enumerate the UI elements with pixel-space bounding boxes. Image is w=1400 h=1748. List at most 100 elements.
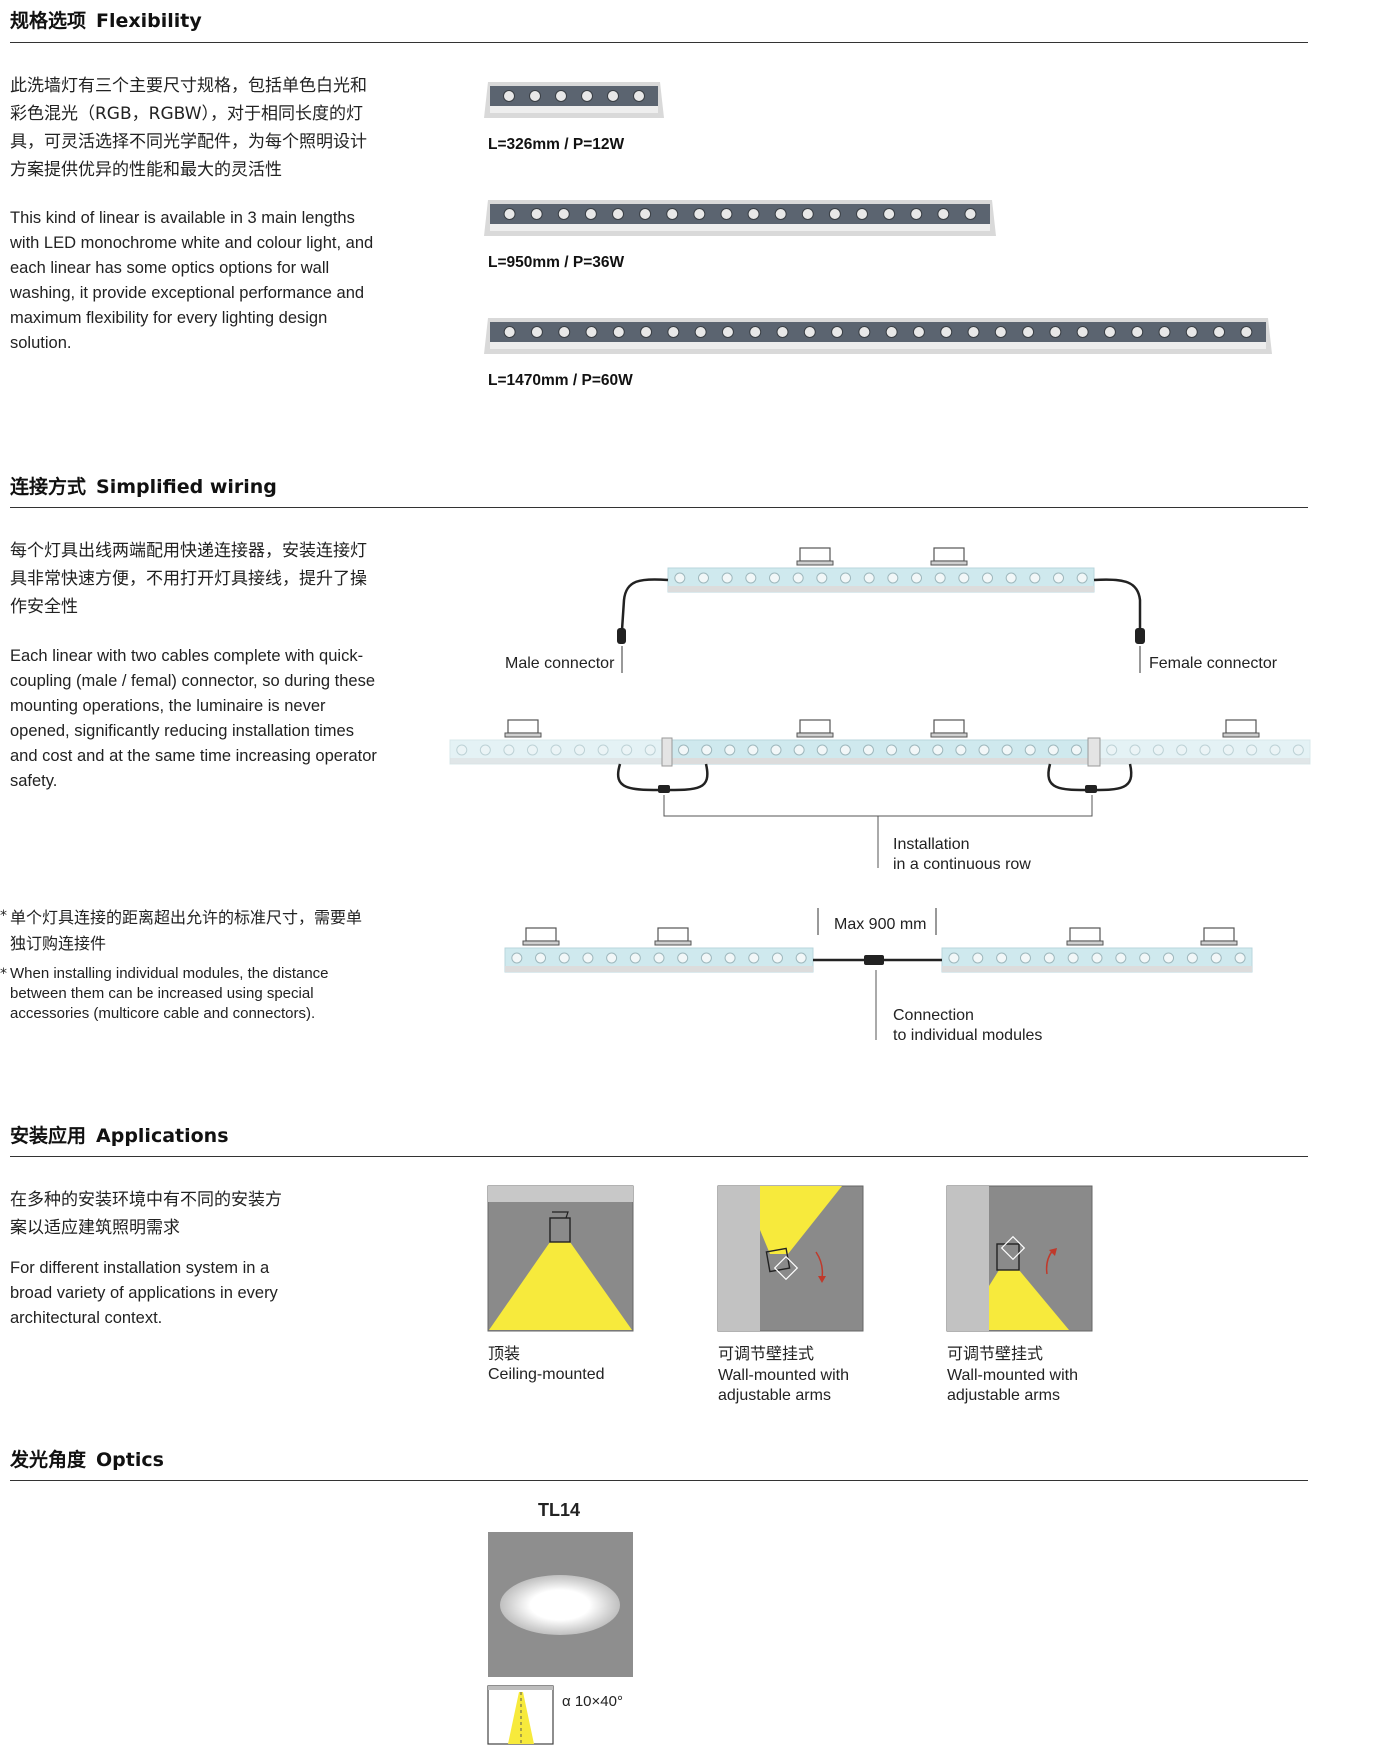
flexibility-desc-en: This kind of linear is available in 3 ma…	[10, 209, 374, 352]
led-dot	[856, 208, 868, 220]
app-panel-wall-1	[717, 1185, 864, 1332]
led-dot	[937, 208, 950, 220]
led-dot	[558, 952, 570, 964]
led-dot	[721, 572, 733, 584]
led-dot	[934, 572, 946, 584]
led-dot	[640, 326, 653, 338]
led-dot	[840, 572, 851, 584]
led-dot	[535, 952, 547, 964]
rotate-arrow	[815, 1251, 824, 1279]
led-dot	[721, 326, 734, 338]
led-dot	[994, 326, 1007, 338]
led-dot	[558, 326, 571, 338]
led-dot	[1139, 952, 1151, 964]
led-dot	[1076, 572, 1088, 584]
bracket	[504, 719, 542, 738]
app-3-en: Wall-mounted with adjustable arms	[947, 1367, 1079, 1404]
wall-strip	[718, 1186, 760, 1331]
bracket-base	[796, 732, 834, 738]
led-dot	[511, 952, 523, 964]
male-connector-icon	[617, 628, 626, 644]
note-en: When installing individual modules, the …	[10, 965, 329, 1022]
led-dot	[479, 744, 491, 756]
male-cable	[620, 578, 669, 631]
led-dot	[1292, 744, 1304, 756]
title-en: Simplified wiring	[96, 476, 277, 498]
led-dot	[667, 326, 680, 338]
led-dot	[1070, 744, 1082, 756]
beam	[760, 1186, 842, 1254]
led-dot	[1222, 744, 1234, 756]
bar-base	[450, 758, 662, 764]
led-dot	[1047, 744, 1059, 756]
title-en: Optics	[96, 1449, 164, 1471]
led-dot	[1106, 744, 1118, 756]
led-dot	[886, 744, 898, 756]
max-distance-label: Max 900 mm	[834, 916, 927, 933]
led-dot	[909, 744, 921, 756]
bracket	[654, 927, 692, 946]
module-bar-left	[504, 947, 814, 973]
connection-label-2: to individual modules	[893, 1027, 1043, 1044]
bracket	[930, 719, 968, 738]
row-coupler	[658, 785, 670, 793]
led-dot	[653, 952, 665, 964]
note-star-2: *	[0, 966, 7, 982]
led-dot	[1199, 744, 1211, 756]
led-dot	[1185, 326, 1198, 338]
led-dot	[911, 572, 922, 584]
bracket-base	[1222, 732, 1260, 738]
led-dot	[1176, 744, 1188, 756]
led-dot	[749, 326, 762, 338]
bracket	[522, 927, 560, 946]
led-dot	[1103, 326, 1116, 338]
led-dot	[1269, 744, 1281, 756]
led-dot	[948, 952, 960, 964]
led-dot	[526, 744, 538, 756]
app-1-zh: 顶装	[488, 1344, 521, 1363]
led-dot	[503, 326, 516, 338]
led-dot	[456, 744, 468, 756]
bracket	[796, 547, 834, 566]
rotate-outline	[1000, 1235, 1026, 1261]
optic-angle-label: α 10×40°	[562, 1693, 623, 1710]
wiring-desc-zh: 每个灯具出线两端配用快递连接器，安装连接灯具非常快速方便，不用打开灯具接线，提升…	[10, 541, 367, 617]
rotate-arrow-head	[818, 1276, 826, 1283]
led-dot	[724, 952, 736, 964]
led-dot	[863, 572, 875, 584]
led-dot	[887, 572, 899, 584]
led-dot	[793, 744, 805, 756]
led-dot	[1043, 952, 1055, 964]
app-3-zh: 可调节壁挂式	[947, 1344, 1044, 1363]
rotate-outline	[773, 1255, 799, 1281]
bar-face	[490, 322, 1266, 342]
app-2-en: Wall-mounted with adjustable arms	[718, 1367, 850, 1404]
size-label-3: L=1470mm / P=60W	[488, 372, 633, 389]
connection-label-1: Connection	[893, 1007, 974, 1024]
title-zh: 安装应用	[10, 1125, 87, 1147]
led-dot	[606, 952, 618, 964]
led-dot	[503, 90, 515, 102]
app-panel-wall-2	[946, 1185, 1093, 1332]
bracket-base	[930, 560, 968, 566]
led-dot	[678, 744, 690, 756]
led-dot	[555, 90, 567, 102]
led-dot	[597, 744, 609, 756]
linear-bar-3	[484, 318, 1272, 354]
led-dot	[769, 572, 780, 584]
led-dot	[828, 208, 841, 220]
led-dot	[629, 952, 641, 964]
section-rule	[10, 1156, 1308, 1157]
app-2-zh: 可调节壁挂式	[718, 1344, 815, 1363]
flexibility-desc-zh: 此洗墙灯有三个主要尺寸规格，包括单色白光和彩色混光（RGB，RGBW），对于相同…	[10, 76, 367, 180]
app-panel-ceiling	[487, 1185, 634, 1332]
install-label-2: in a continuous row	[893, 856, 1031, 873]
led-dot	[1186, 952, 1198, 964]
led-dot	[557, 208, 570, 220]
led-dot	[529, 90, 541, 102]
wall-strip	[947, 1186, 989, 1331]
bracket	[1222, 719, 1260, 738]
led-dot	[996, 952, 1008, 964]
